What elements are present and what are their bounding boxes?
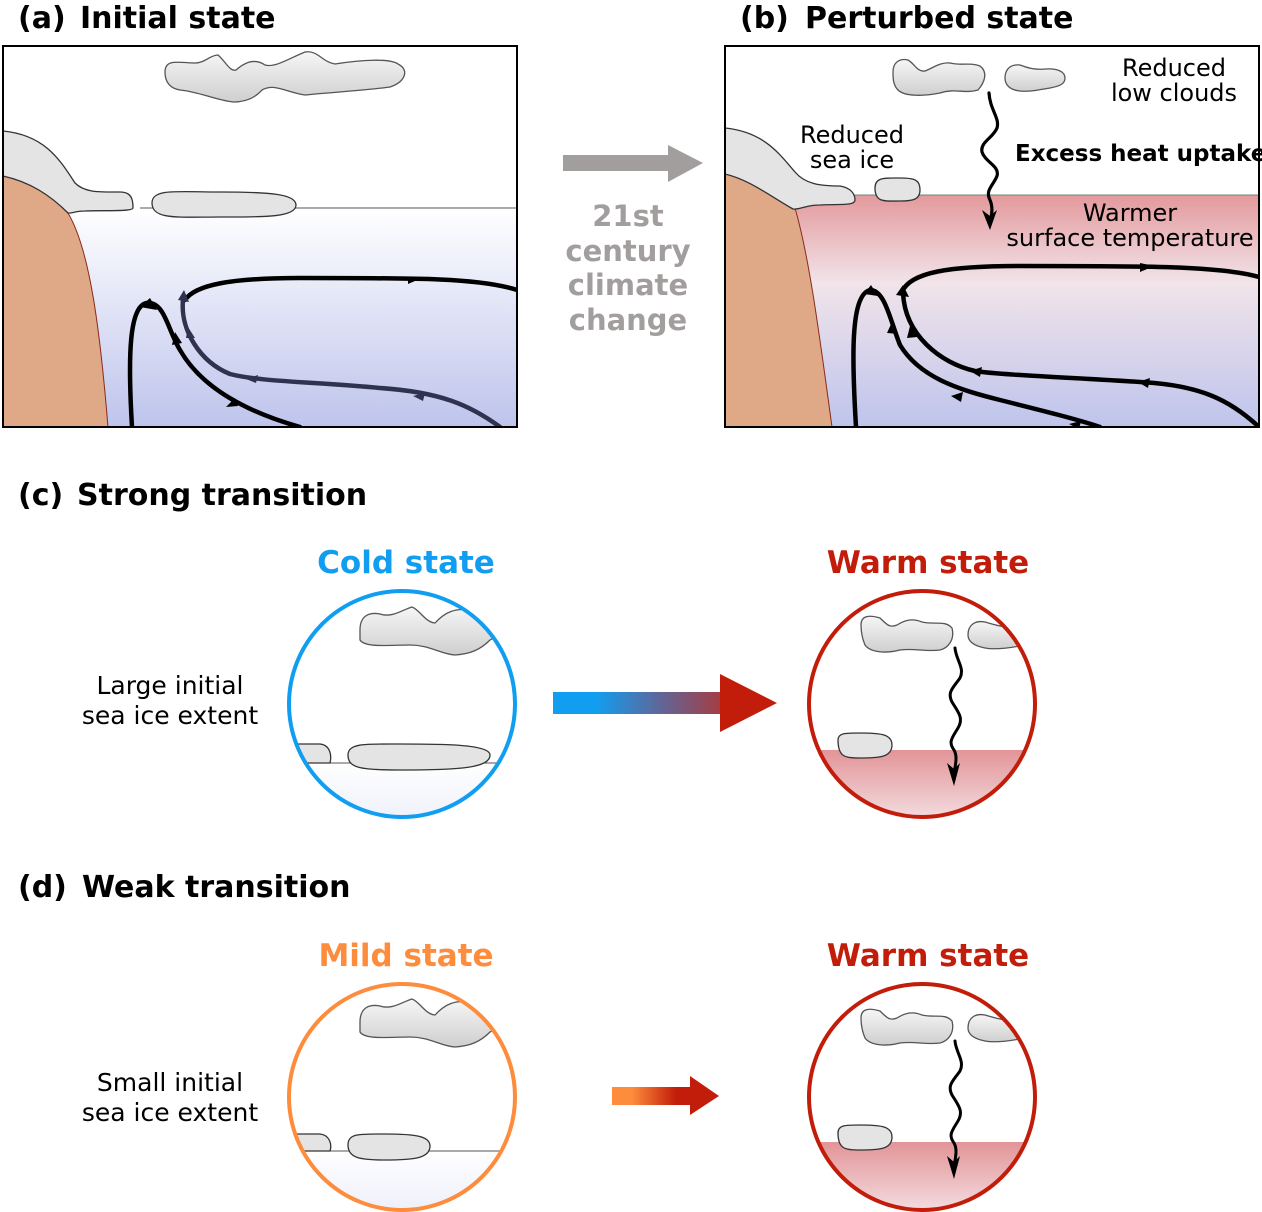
warm-state-scene-c — [810, 615, 1034, 816]
panel-d-title: Weak transition — [82, 870, 350, 905]
low-cloud — [359, 606, 514, 656]
flow-arrowhead — [1069, 421, 1081, 427]
ice-sheet — [725, 127, 856, 210]
flow-arrowhead — [907, 326, 917, 338]
warm-state-title-c: Warm state — [827, 545, 1029, 581]
climate-change-arrow: 21st century climate change — [563, 145, 703, 337]
flow-arrowhead — [864, 285, 878, 296]
flow-arrowhead — [246, 375, 258, 383]
reduced-low-clouds-label-2: low clouds — [1111, 79, 1237, 107]
circulation-line-inner — [180, 297, 503, 427]
sea-ice-floe — [837, 1124, 893, 1151]
arrow-text-line3: climate — [568, 268, 688, 302]
flow-arrowhead — [226, 398, 238, 407]
panel-c: (c) Strong transition Large initial sea … — [18, 478, 1037, 819]
heat-uptake-wavy-arrow — [948, 646, 963, 777]
reduced-sea-ice-label-1: Reduced — [800, 121, 904, 149]
weak-transition-arrowhead-icon — [690, 1076, 719, 1115]
gray-right-arrow-icon — [563, 145, 703, 182]
sea-ice-floe — [874, 177, 921, 202]
cold-state-circle — [287, 589, 517, 819]
flow-arrowhead — [1140, 263, 1154, 272]
excess-heat-uptake-label: Excess heat uptake — [1015, 141, 1262, 167]
low-cloud — [359, 998, 514, 1048]
low-cloud — [860, 1008, 954, 1046]
circulation-line-upper — [182, 275, 517, 303]
arrow-text-line2: century — [565, 234, 690, 268]
panel-a-title: Initial state — [80, 1, 276, 36]
ice-sheet — [3, 130, 134, 214]
heat-uptake-arrowhead-icon — [947, 763, 960, 786]
panel-c-label: (c) — [18, 478, 63, 513]
panel-d-side-label-2: sea ice extent — [82, 1098, 258, 1127]
flow-arrowhead — [178, 290, 189, 302]
warm-state-circle-c — [807, 589, 1037, 819]
panel-c-side-label-1: Large initial — [96, 671, 243, 700]
sea-ice-floe — [837, 732, 893, 759]
warm-state-circle-d — [807, 982, 1037, 1212]
panel-a: (a) Initial state — [2, 1, 518, 428]
flow-arrowhead — [1138, 378, 1150, 388]
strong-transition-arrowhead-icon — [720, 674, 777, 732]
warmer-surface-label-1: Warmer — [1083, 199, 1177, 227]
panel-b-label: (b) — [740, 1, 789, 36]
panel-b-title: Perturbed state — [805, 1, 1074, 36]
panel-d-side-label-1: Small initial — [97, 1068, 243, 1097]
flow-arrowhead — [887, 322, 898, 334]
ocean — [290, 763, 514, 816]
sea-ice-floe — [347, 1133, 431, 1161]
circulation-line-upper — [899, 263, 1259, 295]
flow-arrowhead — [413, 393, 425, 401]
low-cloud — [1004, 64, 1066, 92]
weak-transition-arrow-shaft — [612, 1087, 692, 1105]
flow-arrowhead — [970, 367, 982, 377]
panel-d-label: (d) — [18, 870, 67, 905]
low-cloud — [892, 58, 986, 96]
mild-state-circle — [287, 982, 517, 1212]
warmer-surface-label-2: surface temperature — [1006, 224, 1253, 252]
flow-arrowhead — [172, 332, 182, 345]
panel-b-frame — [724, 45, 1260, 428]
arrow-text-line4: change — [569, 303, 687, 337]
circulation-line-outer — [851, 287, 1103, 427]
heat-uptake-wavy-arrow — [980, 91, 1000, 224]
flow-arrowhead — [140, 298, 157, 310]
sea-ice-floe — [347, 743, 491, 771]
circulation-line-inner — [900, 290, 1259, 427]
mild-state-title: Mild state — [318, 938, 493, 974]
flow-arrowhead — [951, 392, 963, 402]
panel-a-frame — [2, 45, 518, 428]
strong-transition-arrow-shaft — [553, 692, 723, 714]
reduced-sea-ice-label-2: sea ice — [810, 146, 894, 174]
sea-ice-floe — [151, 190, 297, 218]
cold-state-scene — [290, 606, 514, 816]
reduced-low-clouds-label-1: Reduced — [1122, 54, 1226, 82]
panel-c-side-label-2: sea ice extent — [82, 701, 258, 730]
heat-uptake-arrowhead-icon — [947, 1156, 960, 1179]
panel-c-title: Strong transition — [77, 478, 367, 513]
flow-arrowhead — [896, 285, 909, 297]
flow-arrowhead — [408, 277, 422, 284]
flow-arrowhead — [186, 327, 195, 338]
warm-state-title-d: Warm state — [827, 938, 1029, 974]
panel-b: (b) Perturbed state — [724, 1, 1262, 428]
panel-a-label: (a) — [18, 1, 66, 36]
warm-state-scene-d — [810, 1008, 1034, 1209]
low-cloud — [860, 615, 954, 653]
heat-uptake-arrowhead-icon — [982, 210, 997, 230]
arrow-text-line1: 21st — [592, 199, 664, 233]
low-cloud — [164, 51, 406, 103]
heat-uptake-wavy-arrow — [948, 1039, 963, 1170]
cold-state-title: Cold state — [317, 545, 495, 581]
panel-d: (d) Weak transition Small initial sea ic… — [18, 870, 1037, 1212]
